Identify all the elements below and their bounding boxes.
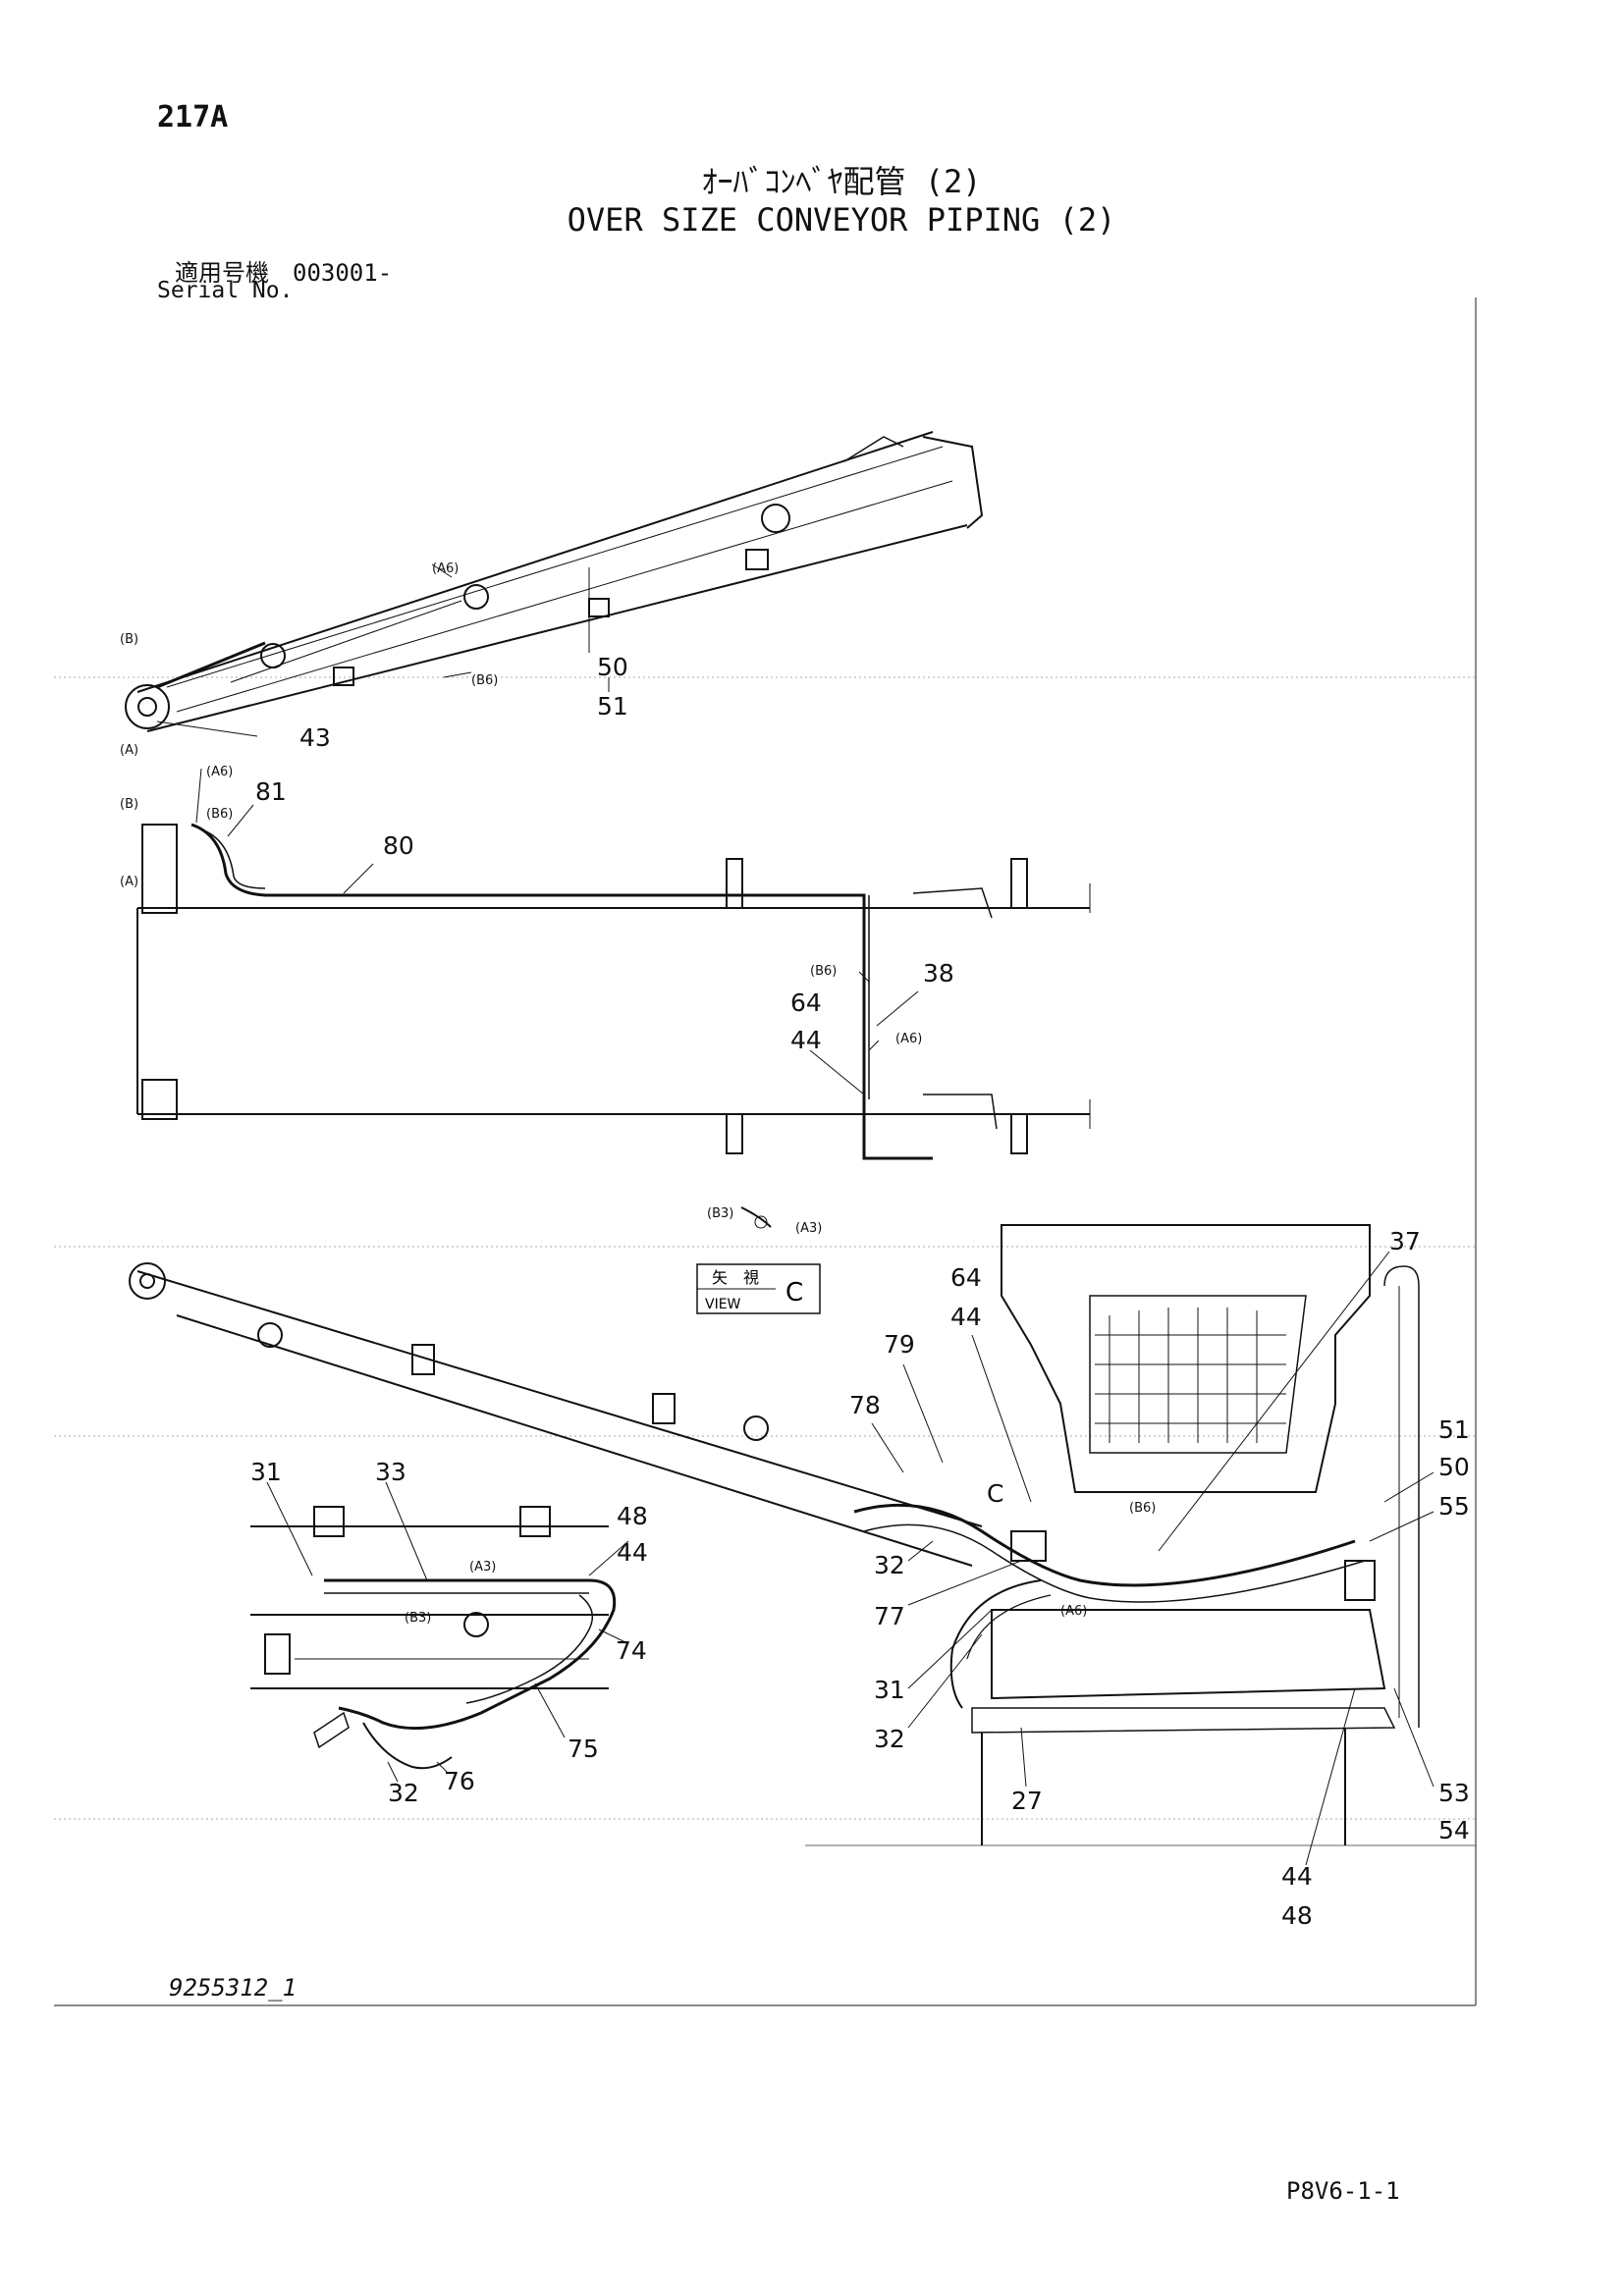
drawing-number: 9255312_1 [169,1974,298,2002]
callout-31-v4: 31 [250,1458,282,1486]
callout-c-marker: C [987,1479,1003,1508]
serial-label-english: Serial No. [157,278,294,303]
tag-a6-right: (A6) [895,1032,922,1046]
callout-53: 53 [1438,1779,1470,1807]
callout-50: 50 [597,653,628,681]
callout-74: 74 [616,1636,647,1665]
callout-48-bottom: 48 [1281,1901,1313,1930]
serial-label-japanese: 適用号機 003001- [175,259,393,287]
callout-27: 27 [1011,1787,1043,1815]
callout-64: 64 [790,988,822,1017]
callout-76: 76 [444,1767,475,1795]
callout-43: 43 [299,723,331,752]
callout-44: 44 [790,1026,822,1054]
frame-lines [54,297,1477,2006]
callout-78: 78 [849,1391,881,1419]
callout-44-v3: 44 [950,1303,982,1331]
view-3-labels: 37 64 44 79 78 51 50 55 C 32 77 31 32 27… [849,1227,1470,1930]
tag-b6-v3: (B6) [1129,1501,1156,1516]
callout-81: 81 [255,777,287,806]
tag-b: (B) [120,632,138,647]
callout-32-lower: 32 [874,1725,905,1753]
callout-79: 79 [884,1330,915,1359]
view-4-labels: 31 33 48 44 74 75 76 32 (A3) (B3) [250,1458,648,1807]
tag-b3-v4: (B3) [405,1611,431,1626]
tag-a6-top: (A6) [206,765,233,779]
page-code: P8V6-1-1 [1286,2177,1400,2205]
tag-b3: (B3) [707,1206,733,1221]
callout-77: 77 [874,1602,905,1630]
callout-48-v4: 48 [617,1502,648,1530]
callout-44-bottom: 44 [1281,1862,1313,1891]
callout-38: 38 [923,959,954,988]
title-english: OVER SIZE CONVEYOR PIPING (2) [567,201,1116,239]
tag-a6: (A6) [432,561,459,576]
callout-32-v4: 32 [388,1779,419,1807]
view-c-labels: 矢 視 VIEW C (B3) (A3) [705,1206,822,1312]
callout-55: 55 [1438,1492,1470,1521]
callout-50-v3: 50 [1438,1453,1470,1481]
view-1-callout-leaders [156,563,610,737]
view-c-label-jp: 矢 視 [712,1268,759,1287]
tag-b6: (B6) [471,673,498,688]
title-japanese: ｵｰﾊﾞｺﾝﾍﾞﾔ配管 (2) [701,163,982,200]
tag-b6-right: (B6) [810,964,837,979]
view-2-labels: 81 80 38 64 44 (A6) (B) (B6) (A) (B6) (A… [120,765,954,1054]
tag-b-top: (B) [120,797,138,812]
page-number: 217A [157,100,229,134]
callout-51-v3: 51 [1438,1415,1470,1444]
callout-32-upper: 32 [874,1551,905,1579]
callout-37: 37 [1389,1227,1421,1255]
view-c-letter: C [785,1278,803,1308]
callout-75: 75 [568,1735,599,1763]
view-c-label-en: VIEW [705,1297,741,1312]
view-4-callout-leaders [266,1481,629,1783]
view-1-conveyor-side [125,431,984,732]
tag-a6-v3: (A6) [1060,1604,1087,1619]
callout-80: 80 [383,831,414,860]
view-c-reference [696,1206,821,1314]
callout-64-v3: 64 [950,1263,982,1292]
view-1-labels: 50 51 43 (B) (A) (A6) (B6) [120,561,628,758]
view-2-callout-leaders [195,768,919,1095]
tag-a3: (A3) [795,1221,822,1236]
callout-51: 51 [597,692,628,721]
callout-54: 54 [1438,1816,1470,1844]
callout-33: 33 [375,1458,406,1486]
tag-a-top: (A) [120,875,138,889]
callout-44-v4: 44 [617,1538,648,1567]
tag-a3-v4: (A3) [469,1560,496,1575]
view-2-conveyor-top [136,823,1091,1160]
tag-b6-top: (B6) [206,807,233,822]
tag-a: (A) [120,743,138,758]
view-3-callout-leaders [871,1251,1435,1866]
callout-31-v3: 31 [874,1676,905,1704]
